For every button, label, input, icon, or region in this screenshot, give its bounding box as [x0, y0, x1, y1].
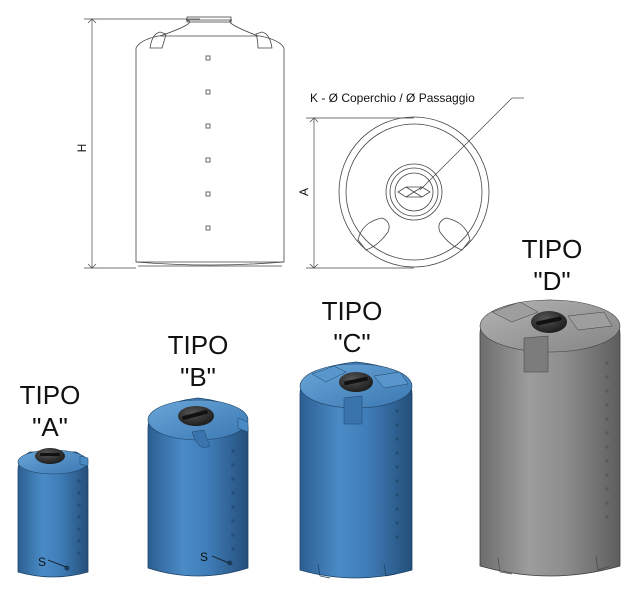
- side-view-drawing: [135, 16, 285, 267]
- tank-b-outlet: [227, 560, 233, 566]
- tank-d-code: "D": [533, 266, 570, 296]
- tank-b-code: "B": [180, 362, 216, 392]
- tank-b-outlet-label: S: [200, 550, 208, 564]
- tank-a: [17, 448, 89, 578]
- tank-c: [299, 361, 413, 579]
- tank-a-outlet-label: S: [38, 555, 46, 569]
- tank-a-code: "A": [32, 412, 68, 442]
- tank-c-code: "C": [333, 328, 370, 358]
- tank-d-tipo: TIPO: [522, 234, 583, 264]
- tank-c-tipo: TIPO: [322, 296, 383, 326]
- dim-h-label: H: [75, 144, 89, 153]
- tank-b-tipo: TIPO: [168, 330, 229, 360]
- lid-callout-leader: [419, 97, 524, 191]
- dim-a-label: A: [297, 188, 311, 196]
- top-view-drawing: [338, 116, 490, 268]
- tank-b: [147, 397, 249, 577]
- diameter-dimension: [306, 117, 414, 269]
- height-dimension: [84, 18, 200, 269]
- tank-d: [479, 299, 621, 577]
- tank-a-tipo: TIPO: [20, 380, 81, 410]
- lid-callout-label: K - Ø Coperchio / Ø Passaggio: [310, 91, 475, 105]
- tank-a-outlet: [64, 565, 70, 571]
